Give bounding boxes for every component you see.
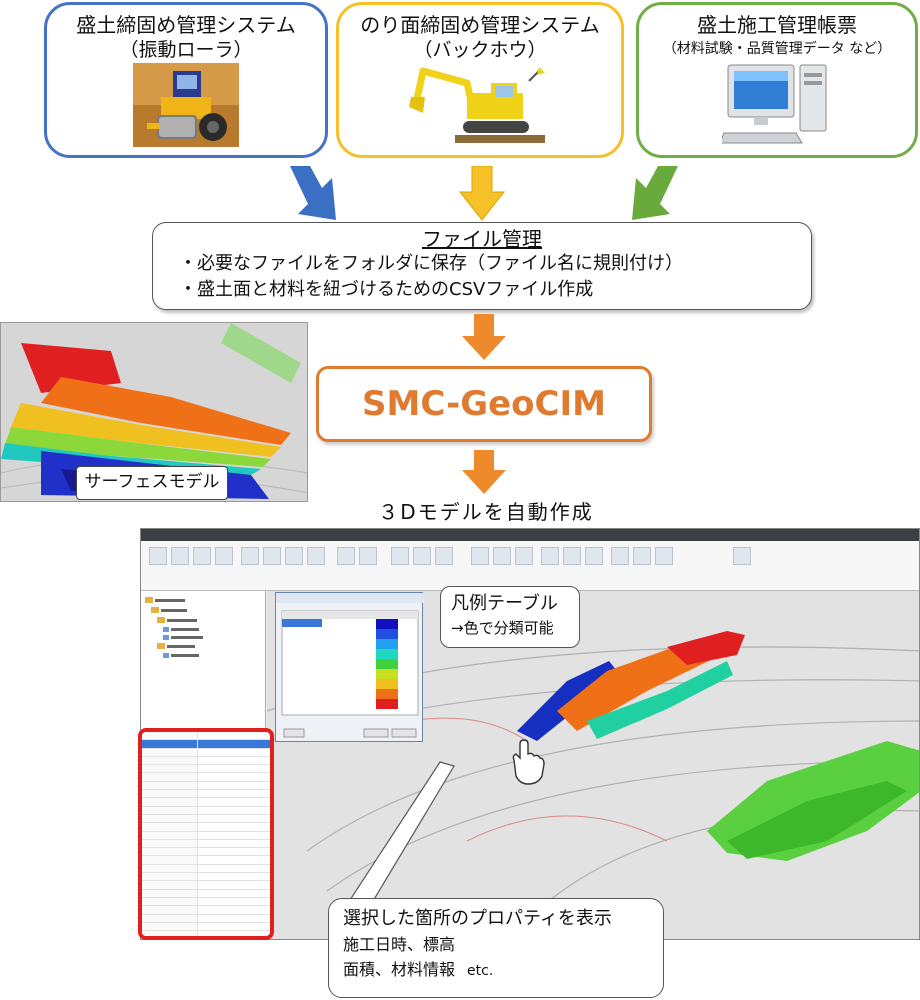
source-box-roller: 盛土締固め管理システム （振動ローラ） — [44, 2, 328, 158]
file-management-title: ファイル管理 — [422, 227, 542, 251]
excavator-icon — [409, 67, 545, 143]
arrow-orange — [462, 314, 506, 360]
source-box-forms: 盛土施工管理帳票 （材料試験・品質管理データ など） — [636, 2, 918, 158]
app-title-bar — [141, 529, 919, 541]
auto-create-text: ３Dモデルを自動作成 — [378, 500, 594, 524]
source-title: 盛土締固め管理システム — [76, 13, 296, 37]
property-callout-line: 施工日時、標高 — [343, 935, 456, 954]
legend-callout-title: 凡例テーブル — [451, 593, 558, 614]
roller-icon — [133, 63, 239, 147]
hand-cursor-icon — [512, 739, 545, 785]
source-subtitle: （バックホウ） — [413, 39, 547, 61]
file-management-line: ・必要なファイルをフォルダに保存（ファイル名に規則付け） — [179, 253, 683, 274]
file-management-box: ファイル管理 ・必要なファイルをフォルダに保存（ファイル名に規則付け） ・盛土面… — [152, 222, 812, 310]
app-ribbon — [141, 541, 919, 591]
callout-pointer — [349, 761, 455, 907]
properties-panel — [138, 728, 274, 940]
arrow-orange — [462, 450, 506, 494]
arrow-green — [632, 166, 678, 220]
source-box-backhoe: のり面締固め管理システム （バックホウ） — [336, 2, 624, 158]
property-callout-line: 面積、材料情報 — [343, 960, 456, 979]
source-subtitle: （振動ローラ） — [119, 39, 253, 61]
legend-callout-note: →色で分類可能 — [451, 619, 554, 637]
smc-geocim-box: SMC-GeoCIM — [316, 366, 652, 442]
source-title: 盛土施工管理帳票 — [697, 13, 857, 37]
computer-icon — [722, 64, 827, 144]
property-callout: 選択した箇所のプロパティを表示 施工日時、標高 面積、材料情報 etc. — [328, 898, 664, 998]
arrow-blue — [290, 166, 336, 220]
file-management-line: ・盛土面と材料を紐づけるためのCSVファイル作成 — [179, 279, 594, 300]
property-callout-etc: etc. — [467, 963, 494, 979]
arrow-yellow — [458, 166, 506, 221]
surface-model-label: サーフェスモデル — [76, 466, 228, 500]
property-callout-title: 選択した箇所のプロパティを表示 — [343, 908, 612, 929]
legend-table-callout: 凡例テーブル →色で分類可能 — [440, 586, 580, 648]
source-title: のり面締固め管理システム — [360, 13, 600, 37]
source-subtitle: （材料試験・品質管理データ など） — [662, 41, 892, 57]
legend-table-dialog — [275, 592, 424, 742]
